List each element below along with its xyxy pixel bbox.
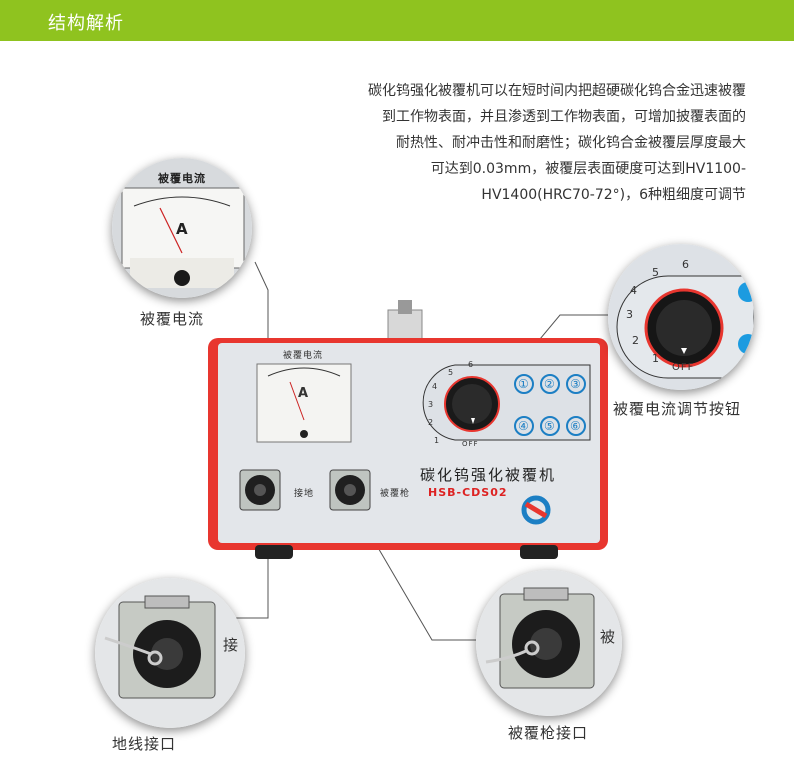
button-1[interactable]: ① xyxy=(518,377,530,391)
button-4[interactable]: ④ xyxy=(518,419,530,433)
button-6[interactable]: ⑥ xyxy=(570,419,582,433)
description-line: 到工作物表面，并且渗透到工作物表面，可增加披覆表面的 xyxy=(382,109,746,125)
connector-gun xyxy=(355,509,476,641)
zoom-knob: 1 2 3 4 5 6 OFF xyxy=(608,244,754,390)
button-group xyxy=(514,374,586,436)
zoom-gun-port: 被 xyxy=(476,570,622,716)
description-line: HV1400(HRC70-72°)，6种粗细度可调节 xyxy=(481,187,746,203)
knob-number: 5 xyxy=(448,368,455,377)
zoom-ground-port: 接 xyxy=(95,578,245,728)
machine-foot xyxy=(255,545,293,559)
zoom-ground-side-char: 接 xyxy=(223,636,240,654)
knob-off: OFF xyxy=(462,440,479,448)
button-5[interactable]: ⑤ xyxy=(544,419,556,433)
description-line: 碳化钨强化被覆机可以在短时间内把超硬碳化钨合金迅速被覆 xyxy=(368,83,746,99)
zoom-gun-side-char: 被 xyxy=(600,628,617,646)
knob-number: 2 xyxy=(428,418,435,427)
zoom-meter: 被覆电流 A xyxy=(112,158,252,298)
zoom-meter-unit: A xyxy=(176,220,189,238)
machine-foot xyxy=(520,545,558,559)
machine-model: HSB-CDS02 xyxy=(428,486,508,499)
brand-logo-icon xyxy=(521,495,551,525)
section-header: 结构解析 xyxy=(0,0,794,41)
button-2[interactable]: ② xyxy=(544,377,556,391)
machine-handle xyxy=(387,309,423,343)
section-title: 结构解析 xyxy=(48,13,124,34)
zoom-knob-number: 4 xyxy=(630,284,638,297)
knob-inner xyxy=(452,384,492,424)
description-line: 耐热性、耐冲击性和耐磨性；碳化钨合金被覆层厚度最大 xyxy=(396,135,746,151)
button-3[interactable]: ③ xyxy=(570,377,582,391)
callout-gun-port: 被覆枪接口 xyxy=(508,724,589,742)
machine-handle-screw xyxy=(398,300,412,314)
meter-pivot xyxy=(300,430,308,438)
zoom-knob-number: 2 xyxy=(632,334,640,347)
description-line: 可达到0.03mm，被覆层表面硬度可达到HV1100- xyxy=(430,161,746,177)
machine-meter xyxy=(256,363,352,443)
callout-current-meter: 被覆电流 xyxy=(140,310,205,328)
machine-meter-label: 被覆电流 xyxy=(283,351,324,361)
knob-pointer xyxy=(471,418,475,424)
machine-meter-unit: A xyxy=(298,386,310,401)
knob-number: 3 xyxy=(428,400,435,409)
zoom-knob-off: OFF xyxy=(672,362,695,373)
callout-current-knob: 被覆电流调节按钮 xyxy=(613,400,742,418)
zoom-knob-number: 3 xyxy=(626,308,634,321)
knob-number: 1 xyxy=(434,436,441,445)
callout-ground-port: 地线接口 xyxy=(112,735,177,753)
product-description: 碳化钨强化被覆机可以在短时间内把超硬碳化钨合金迅速被覆 到工作物表面，并且渗透到… xyxy=(292,78,746,208)
machine-name: 碳化钨强化被覆机 xyxy=(420,466,557,484)
ground-label: 接地 xyxy=(294,489,315,499)
knob-number: 6 xyxy=(468,360,475,369)
knob-number: 4 xyxy=(432,382,439,391)
zoom-knob-number: 5 xyxy=(652,266,660,279)
gun-label: 被覆枪 xyxy=(380,489,411,499)
meter-scale xyxy=(267,367,341,377)
meter-needle xyxy=(289,381,305,421)
zoom-knob-number: 1 xyxy=(652,352,660,365)
zoom-knob-number: 6 xyxy=(682,258,690,271)
zoom-meter-title: 被覆电流 xyxy=(158,172,206,185)
